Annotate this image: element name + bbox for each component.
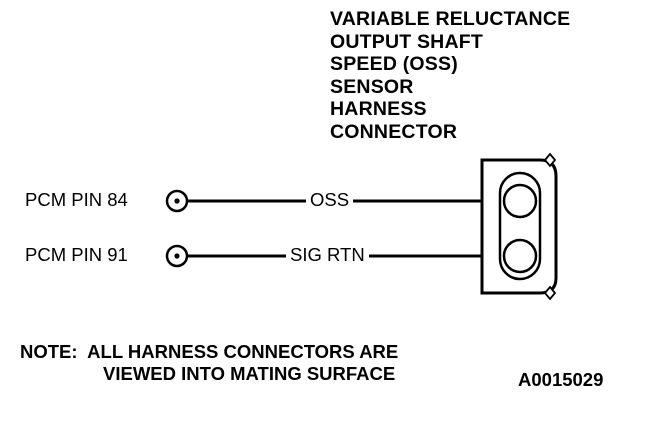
- connector-title-line: CONNECTOR: [330, 120, 458, 143]
- connector-note: NOTE: ALL HARNESS CONNECTORS ARE VIEWED …: [20, 341, 398, 385]
- note-text-line-2: VIEWED INTO MATING SURFACE: [103, 363, 396, 384]
- pcm-pin-84-terminal-icon: [165, 189, 189, 213]
- connector-terminal-2-icon: [502, 238, 538, 274]
- connector-title-line: VARIABLE RELUCTANCE: [330, 8, 571, 30]
- wire-sig-rtn-label: SIG RTN: [286, 244, 369, 266]
- pcm-pin-91-terminal-icon: [165, 244, 189, 268]
- wire-oss-label: OSS: [306, 189, 354, 211]
- harness-connector-icon: [480, 152, 558, 301]
- note-prefix: NOTE:: [20, 341, 78, 362]
- pcm-pin-91-label: PCM PIN 91: [25, 244, 128, 265]
- connector-title-line: OUTPUT SHAFT: [330, 30, 483, 53]
- connector-terminal-1-icon: [502, 183, 538, 219]
- connector-title-line: HARNESS: [330, 98, 427, 120]
- connector-title-line: SENSOR: [330, 75, 414, 98]
- pcm-pin-84-label: PCM PIN 84: [25, 189, 128, 210]
- figure-code: A0015029: [518, 369, 604, 390]
- connector-title: VARIABLE RELUCTANCE OUTPUT SHAFT SPEED (…: [330, 8, 570, 143]
- connector-title-line: SPEED (OSS): [330, 53, 458, 75]
- note-text-line-1: ALL HARNESS CONNECTORS ARE: [87, 341, 399, 362]
